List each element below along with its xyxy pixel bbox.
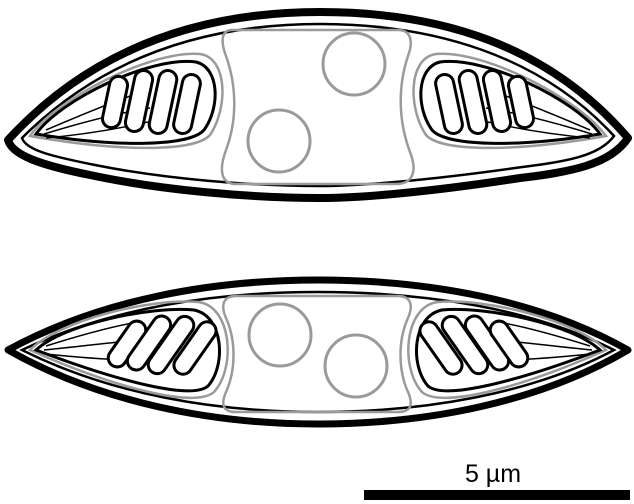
scale-bar-label: 5 µm [465, 460, 521, 488]
scale-bar-line [364, 490, 630, 500]
lower-cell [8, 280, 628, 424]
upper-cell [8, 12, 628, 198]
scale-bar: 5 µm [364, 460, 630, 500]
